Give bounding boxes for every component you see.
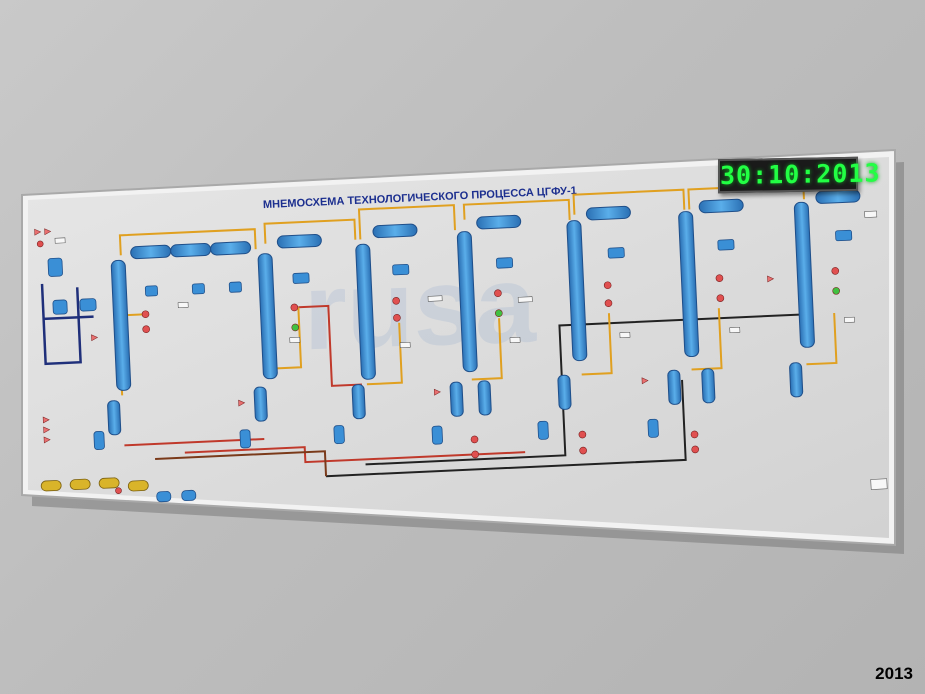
column-k6 <box>678 211 700 358</box>
exchanger-4 <box>449 381 464 417</box>
drum-6 <box>476 214 522 230</box>
exchanger-8 <box>701 368 716 404</box>
pumps <box>36 240 840 494</box>
exchanger-5 <box>477 380 492 416</box>
reflux-drums <box>130 189 861 260</box>
heat-exchangers <box>107 362 804 436</box>
exchanger-9 <box>789 362 804 398</box>
drum-8 <box>698 198 744 214</box>
column-k1 <box>110 259 132 391</box>
drum-5 <box>372 223 418 239</box>
valves <box>34 228 775 444</box>
column-k7 <box>793 201 815 348</box>
instrument-tags <box>54 210 888 490</box>
board-clock-display: 30:10:2013 <box>718 156 881 194</box>
exchanger-6 <box>557 374 572 410</box>
pipe-navy-loop <box>40 283 94 366</box>
exchanger-7 <box>667 369 682 405</box>
drum-9 <box>815 189 861 204</box>
column-k4 <box>456 231 478 373</box>
drum-7 <box>585 205 631 221</box>
pipe-brown-header <box>155 450 328 477</box>
drum-3 <box>210 241 252 256</box>
column-k3 <box>355 243 376 380</box>
exchanger-3 <box>351 384 366 420</box>
process-diagram <box>34 183 888 503</box>
feed-tanks <box>40 477 149 492</box>
column-k2 <box>257 253 278 380</box>
drum-4 <box>276 233 322 249</box>
small-vessels <box>47 229 853 503</box>
photo-year-label: 2013 <box>875 664 913 683</box>
exchanger-2 <box>253 386 268 422</box>
column-k5 <box>566 220 588 362</box>
drum-2 <box>170 242 212 258</box>
drum-1 <box>130 244 172 260</box>
distillation-columns <box>110 201 815 391</box>
exchanger-1 <box>107 400 122 436</box>
